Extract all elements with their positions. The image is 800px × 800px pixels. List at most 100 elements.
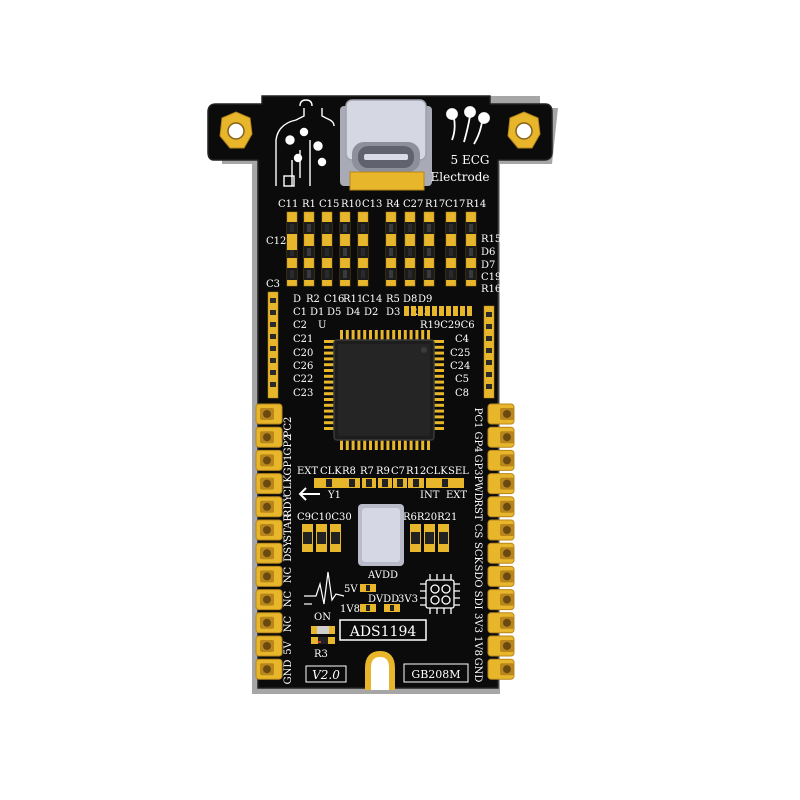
pin-label-rdy: RDY xyxy=(283,495,294,518)
chip-pin-left xyxy=(324,363,336,367)
chip-pin-right xyxy=(432,351,444,355)
label-d2: D2 xyxy=(364,307,378,318)
label-sel: SEL xyxy=(448,466,469,477)
passive-component-body xyxy=(290,248,294,256)
passive-component-body xyxy=(408,248,412,256)
chip-pin-top xyxy=(357,330,361,342)
label-d5: D5 xyxy=(327,307,341,318)
passive-component-body xyxy=(307,270,311,278)
passive-component-body xyxy=(408,224,412,232)
chip-pin-bottom xyxy=(340,438,343,450)
passive-component-body xyxy=(389,270,393,278)
header-hole xyxy=(503,433,511,442)
top-label-row: C11 R1 C15 R10 C13 R4 C27 R17 C17 R14 xyxy=(278,199,486,210)
passive-component-body xyxy=(343,270,347,278)
label-r16: R16 xyxy=(481,284,501,295)
qfp-chip xyxy=(324,330,444,450)
pin-label-nc3: NC xyxy=(283,615,294,632)
right-label-col-top: R15 D6 D7 C19 R16 xyxy=(481,234,501,295)
passive-component-body xyxy=(389,248,393,256)
label-ext2: EXT xyxy=(446,490,467,501)
pin-label-cs: CS xyxy=(472,524,483,539)
passive-component-body xyxy=(449,224,453,232)
cap-body xyxy=(486,360,492,365)
passive-component-body xyxy=(469,270,473,278)
label-d7: D7 xyxy=(481,260,495,271)
passive-component-body xyxy=(427,224,431,232)
label-c22: C22 xyxy=(293,374,313,385)
chip-pin-bottom xyxy=(427,438,430,450)
strip-pad xyxy=(467,306,472,316)
header-hole xyxy=(503,479,511,488)
label-3v3: 3V3 xyxy=(398,594,418,605)
chip-pin-bottom xyxy=(380,438,384,450)
chip-pin-bottom xyxy=(415,438,419,450)
label-d: D xyxy=(293,294,301,305)
label-c2: C2 xyxy=(293,320,307,331)
clock-component xyxy=(382,479,388,487)
label-1v8: 1V8 xyxy=(340,604,360,615)
pin-label-gnd-right: GND xyxy=(472,658,483,683)
chip-pin-bottom xyxy=(392,438,396,450)
passive-component-body xyxy=(469,248,473,256)
version-text: V2.0 xyxy=(312,668,340,682)
chip-pin-top xyxy=(386,330,390,342)
row3-components xyxy=(302,524,449,552)
passive-component-body xyxy=(361,270,365,278)
chip-pin-top xyxy=(374,330,378,342)
chip-pin-right xyxy=(432,403,444,407)
chip-pin-right xyxy=(432,392,444,396)
row3-component xyxy=(425,532,434,544)
label-c16: C16 xyxy=(324,294,344,305)
passive-component-body xyxy=(325,270,329,278)
header-hole xyxy=(263,595,271,604)
pin-label-gp3: GP3 xyxy=(472,454,483,475)
header-hole xyxy=(503,572,511,581)
header-hole xyxy=(263,665,271,674)
label-c7: C7 xyxy=(391,466,405,477)
product-label-box xyxy=(339,619,427,641)
label-c4: C4 xyxy=(455,334,469,345)
strip-pad xyxy=(439,306,444,316)
label-r17: R17 xyxy=(425,199,445,210)
chip-logo-icon xyxy=(420,574,460,614)
pin-label-sdo: SDO xyxy=(472,564,483,587)
label-c26: C26 xyxy=(293,361,313,372)
label-d1: D1 xyxy=(310,307,324,318)
label-c11: C11 xyxy=(278,199,298,210)
passive-component-body xyxy=(389,224,393,232)
passive-component-body xyxy=(361,248,365,256)
pin-label-pc1: PC1 xyxy=(472,408,483,429)
chip-pin-bottom xyxy=(363,438,367,450)
label-c12: C12 xyxy=(266,236,286,247)
label-r4: R4 xyxy=(386,199,400,210)
chip-pin-top xyxy=(340,330,343,342)
passive-component-columns xyxy=(286,211,477,287)
clock-component xyxy=(366,479,372,487)
cap-body xyxy=(270,370,276,375)
chip-pin-top xyxy=(427,330,430,342)
mid-label-row1: D R2 C16 R11 C14 R5 D8 D9 xyxy=(293,294,432,305)
label-r11: R11 xyxy=(343,294,363,305)
chip-pin-bottom xyxy=(421,438,425,450)
strip-pad xyxy=(446,306,451,316)
header-hole xyxy=(503,502,511,511)
label-r7: R7 xyxy=(360,466,374,477)
c12-pad xyxy=(287,234,297,250)
label-r14: R14 xyxy=(466,199,486,210)
jumper-gap xyxy=(366,605,370,611)
chip-pin-bottom xyxy=(386,438,390,450)
header-hole xyxy=(263,479,271,488)
mount-hole-left xyxy=(219,111,253,149)
chip-pin-left xyxy=(324,409,336,413)
header-hole xyxy=(263,526,271,534)
pin-label-gnd-left: GND xyxy=(283,660,294,685)
label-r9: R9 xyxy=(376,466,390,477)
power-led xyxy=(311,626,335,634)
chip-pin-left xyxy=(324,386,336,390)
row3-component xyxy=(317,532,326,544)
label-r10: R10 xyxy=(341,199,361,210)
label-r1: R1 xyxy=(302,199,316,210)
row3-component xyxy=(331,532,340,544)
label-r5: R5 xyxy=(386,294,400,305)
